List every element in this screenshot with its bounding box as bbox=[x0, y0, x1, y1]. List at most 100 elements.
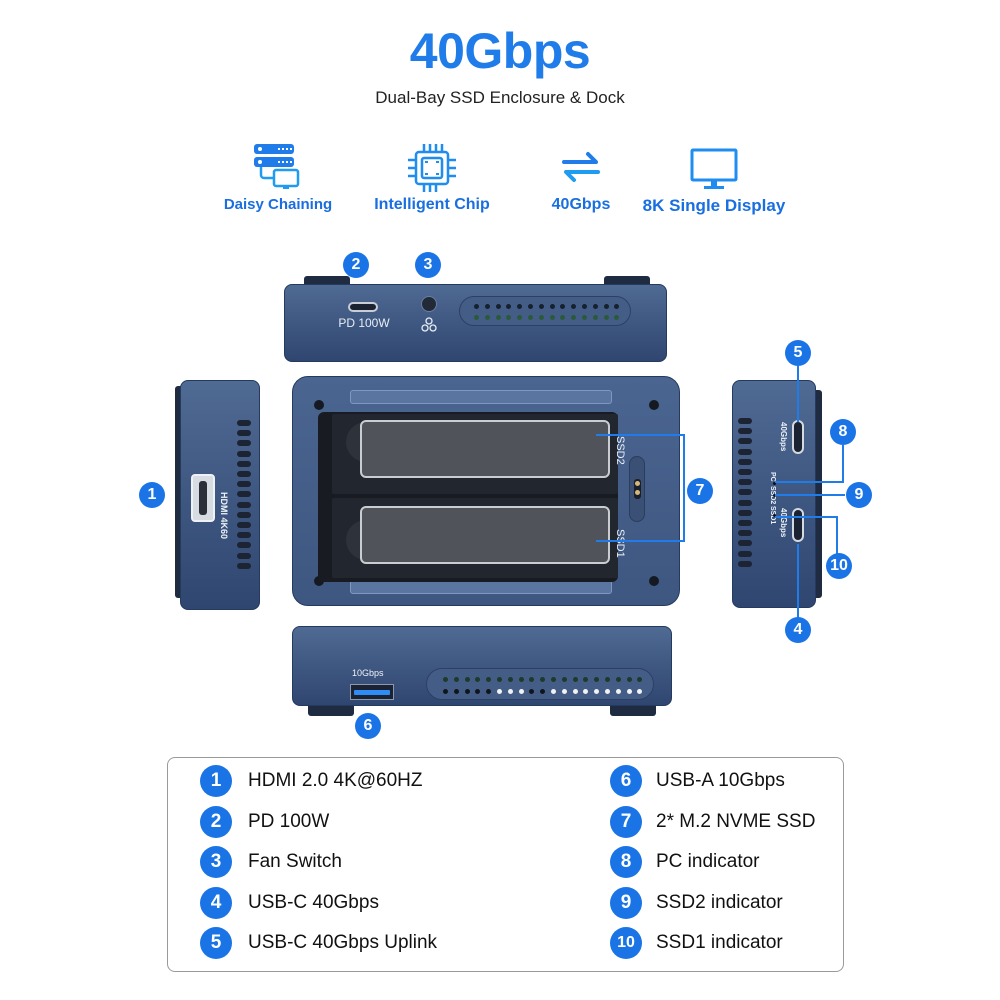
ssd1-module bbox=[332, 498, 618, 578]
vent-grille bbox=[426, 668, 654, 700]
vent-hole bbox=[551, 689, 556, 694]
feature-daisy-chaining: Daisy Chaining bbox=[222, 142, 334, 213]
screw bbox=[314, 400, 324, 410]
vent-slot bbox=[237, 522, 251, 528]
vent-hole bbox=[528, 315, 533, 320]
vent-hole bbox=[572, 689, 578, 694]
vent-slot bbox=[237, 440, 251, 447]
vent-slot bbox=[237, 491, 251, 498]
page-title: 40Gbps bbox=[409, 23, 591, 79]
legend-text: PC indicator bbox=[656, 851, 760, 872]
callout-badge-10: 10 bbox=[826, 553, 852, 579]
vent-hole bbox=[549, 315, 555, 320]
pd-label: PD 100W bbox=[338, 316, 390, 330]
indicator-ssd2-led bbox=[773, 494, 776, 497]
callout-line bbox=[683, 434, 685, 542]
vent-hole bbox=[538, 315, 544, 320]
usb-c-uplink-port bbox=[792, 420, 804, 454]
vent-hole bbox=[637, 677, 643, 682]
callout-line bbox=[775, 516, 837, 518]
vent-slot bbox=[738, 540, 752, 547]
vent-hole bbox=[583, 677, 589, 682]
vent-hole bbox=[507, 677, 513, 682]
legend-number: 5 bbox=[200, 927, 232, 959]
legend-item: 9 SSD2 indicator bbox=[610, 887, 783, 919]
vent-hole bbox=[495, 315, 501, 320]
legend-number: 6 bbox=[610, 765, 642, 797]
vent-slot bbox=[237, 562, 251, 569]
vent-hole bbox=[517, 315, 523, 320]
screw bbox=[649, 400, 659, 410]
legend-text: PD 100W bbox=[248, 811, 330, 832]
ssd1-label: SSD1 bbox=[614, 529, 626, 558]
feature-label: 8K Single Display bbox=[642, 196, 786, 215]
vent-slot bbox=[738, 530, 752, 537]
vent-slot bbox=[738, 489, 752, 496]
device-center-view: SSD2 SSD1 bbox=[292, 376, 680, 606]
vent-slot bbox=[237, 552, 251, 559]
vent-slot bbox=[237, 481, 251, 488]
legend-number: 7 bbox=[610, 806, 642, 838]
vent-hole bbox=[484, 315, 490, 320]
vent-hole bbox=[497, 689, 502, 694]
device-bottom-view: 10Gbps bbox=[292, 626, 672, 716]
monitor-icon bbox=[690, 148, 738, 189]
vent-slot bbox=[738, 458, 752, 465]
legend-item: 8 PC indicator bbox=[610, 846, 760, 878]
vent-hole bbox=[443, 677, 448, 682]
usb-c-uplink-label: 40Gbps bbox=[779, 422, 788, 452]
vent-hole bbox=[571, 304, 577, 309]
vent-slot bbox=[738, 418, 752, 424]
vent-hole bbox=[626, 689, 632, 694]
vent-hole bbox=[583, 689, 589, 694]
vent-hole bbox=[592, 315, 598, 320]
vent-hole bbox=[540, 689, 546, 694]
legend-box: 1 HDMI 2.0 4K@60HZ 2 PD 100W 3 Fan Switc… bbox=[167, 757, 844, 972]
vent-hole bbox=[474, 304, 479, 309]
legend-text: SSD1 indicator bbox=[656, 932, 783, 953]
legend-item: 6 USB-A 10Gbps bbox=[610, 765, 785, 797]
vent-hole bbox=[637, 689, 643, 694]
feature-label: Intelligent Chip bbox=[374, 196, 490, 213]
vent-hole bbox=[453, 689, 459, 694]
callout-line bbox=[842, 445, 844, 483]
vent-hole bbox=[495, 304, 501, 309]
feature-40gbps: 40Gbps bbox=[540, 142, 622, 214]
legend-item: 4 USB-C 40Gbps bbox=[200, 887, 379, 919]
vent-hole bbox=[474, 315, 479, 320]
transfer-arrows-icon bbox=[562, 152, 600, 182]
usb-c-port bbox=[792, 508, 804, 542]
rail bbox=[350, 580, 612, 594]
indicator-pc-led bbox=[773, 482, 776, 485]
usb-a-port bbox=[350, 684, 394, 700]
callout-badge-9: 9 bbox=[846, 482, 872, 508]
vent-hole bbox=[497, 677, 502, 682]
device-left-view: HDMI 4K60 bbox=[175, 376, 263, 610]
callout-badge-2: 2 bbox=[343, 252, 369, 278]
legend-text: USB-C 40Gbps Uplink bbox=[248, 932, 438, 953]
vent-hole bbox=[518, 689, 524, 694]
vent-hole bbox=[560, 304, 566, 309]
screw bbox=[649, 576, 659, 586]
vent-hole bbox=[603, 304, 609, 309]
vent-hole bbox=[561, 689, 567, 694]
vent-slot bbox=[738, 428, 752, 435]
vent-slot bbox=[738, 448, 752, 455]
callout-line bbox=[596, 434, 684, 436]
vent-slot bbox=[738, 438, 752, 445]
ssd2-label: SSD2 bbox=[614, 436, 626, 465]
legend-item: 5 USB-C 40Gbps Uplink bbox=[200, 927, 437, 959]
fan-icon bbox=[420, 316, 438, 334]
callout-line bbox=[775, 494, 845, 496]
fan-switch-button bbox=[421, 296, 437, 312]
vent-hole bbox=[518, 677, 524, 682]
vent-slot bbox=[237, 471, 251, 477]
hdmi-label: HDMI 4K60 bbox=[219, 492, 229, 540]
feature-label: 40Gbps bbox=[551, 196, 611, 213]
callout-line bbox=[836, 516, 838, 554]
vent-hole bbox=[529, 677, 535, 682]
legend-text: HDMI 2.0 4K@60HZ bbox=[248, 770, 423, 791]
rubber-foot bbox=[610, 706, 656, 716]
legend-item: 7 2* M.2 NVME SSD bbox=[610, 806, 815, 838]
device-top-view: PD 100W bbox=[284, 276, 667, 362]
